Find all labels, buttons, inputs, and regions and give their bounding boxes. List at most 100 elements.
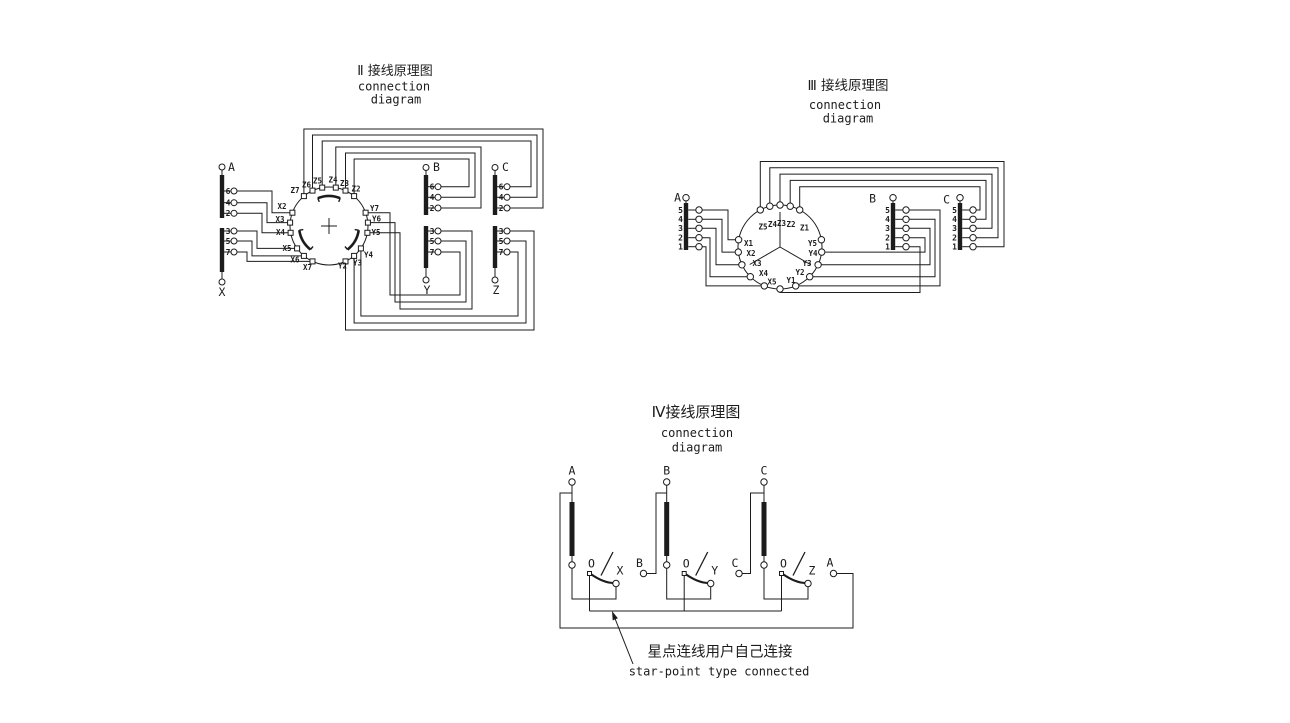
d3-selector-labels: Z5 Z4 Z3 Z2 Z1 X1 X2 X3 X4 X5 Y5 Y4 Y3 Y…: [744, 219, 818, 287]
d3-coil-b-label: B: [869, 192, 876, 206]
d3-coil-c-tap: 1: [952, 243, 957, 252]
d3-coil-b-tap: 3: [885, 224, 890, 233]
d3-term-label: X1: [744, 239, 754, 248]
d4-phase-b: B O Y C: [663, 464, 764, 611]
d3-coil-a-tap: 3: [678, 224, 683, 233]
d2-coil-a: A X 6 4 2 3 5 7: [218, 160, 238, 299]
d2-term-label: X2: [277, 202, 286, 211]
d4-leader-arrow: [612, 611, 634, 665]
diagram-2: Ⅱ 接线原理图 connection diagram A X 6 4 2 3 5: [218, 63, 544, 331]
d2-term-label: Y6: [372, 215, 382, 224]
d2-coil-a-tap: 6: [226, 187, 231, 196]
d2-coil-b-top-label: B: [433, 160, 440, 174]
d2-title: Ⅱ 接线原理图 connection diagram: [357, 63, 433, 107]
d3-coil-a-tap: 5: [678, 206, 683, 215]
d2-coil-a-tap: 2: [226, 209, 231, 218]
d3-wiring: [702, 161, 1005, 293]
d2-coil-b-tap: 3: [430, 227, 435, 236]
d3-coil-c-tap: 5: [952, 206, 957, 215]
d4-phase-a: A O X B: [568, 464, 667, 611]
d2-coil-c: C Z 6 4 2 3 5 7: [491, 160, 511, 297]
d3-title-en1: connection: [809, 98, 881, 112]
d3-title: Ⅲ 接线原理图 connection diagram: [807, 77, 888, 126]
d2-term-label: Z2: [351, 185, 360, 194]
d3-term-label: Z4: [768, 220, 778, 229]
d4-phase-c-line-label: C: [761, 464, 768, 478]
d2-coil-b-tap: 6: [430, 183, 435, 192]
d4-phase-a-line-label: A: [569, 464, 576, 478]
d3-selector-terminals: [734, 201, 826, 293]
d2-coil-c-tap: 2: [499, 204, 504, 213]
d2-coil-c-tap: 7: [499, 248, 504, 257]
d2-coil-a-tap: 3: [226, 227, 231, 236]
d3-term-label: Z1: [800, 224, 810, 233]
d3-term-label: X2: [746, 249, 755, 258]
d3-coil-c-label: C: [943, 193, 950, 207]
diagram-4: Ⅳ接线原理图 connection diagram A O X B B: [559, 403, 854, 679]
d3-coil-c-tap: 2: [952, 234, 957, 243]
d2-term-label: Y7: [370, 204, 379, 213]
d2-coil-c-tap: 6: [499, 183, 504, 192]
d3-term-label: Y4: [808, 249, 818, 258]
diagram-3: Ⅲ 接线原理图 connection diagram A 5 4 3 2 1 B: [674, 77, 1005, 293]
d2-coil-b-tap: 4: [430, 193, 435, 202]
d3-term-label: Y1: [786, 276, 796, 285]
d2-title-en2: diagram: [371, 93, 422, 107]
d4-phase-c-pole-label: O: [780, 557, 787, 571]
d3-term-label: X4: [759, 269, 769, 278]
d3-coil-a-tap: 2: [678, 234, 683, 243]
d4-phase-a-pole-label: O: [588, 557, 595, 571]
d4-mid-terminal-c-label: C: [732, 556, 739, 570]
d2-coil-a-tap: 5: [226, 237, 231, 246]
d3-coil-a-label: A: [674, 191, 681, 205]
d4-phase-c-end-label: Z: [809, 564, 816, 578]
d2-coil-b: B Y 6 4 2 3 5 7: [422, 160, 442, 297]
d3-coil-a-tap: 4: [678, 215, 683, 224]
d3-term-label: Y2: [795, 268, 804, 277]
d4-star-point: 星点连线用户自己连接 star-point type connected: [589, 610, 809, 679]
d3-coil-a-tap: 1: [678, 243, 683, 252]
d3-term-label: X3: [752, 259, 762, 268]
d3-coil-c-tap: 4: [952, 215, 957, 224]
d3-coil-b-tap: 1: [885, 243, 890, 252]
d2-term-label: Y4: [364, 251, 374, 260]
d2-coil-a-tap: 4: [226, 199, 231, 208]
d2-term-label: Z7: [290, 186, 299, 195]
d4-title-cn: Ⅳ接线原理图: [652, 403, 741, 421]
d4-title-en2: diagram: [672, 441, 723, 455]
d3-coil-a: A 5 4 3 2 1: [674, 191, 703, 252]
d2-term-label: Z3: [340, 179, 350, 188]
d4-mid-terminal-a-label: A: [827, 556, 834, 570]
d3-coil-b-tap: 4: [885, 215, 890, 224]
d4-mid-terminal-b-label: B: [636, 556, 643, 570]
d4-note-cn: 星点连线用户自己连接: [648, 644, 793, 661]
d4-phase-b-end-label: Y: [711, 564, 718, 578]
d2-term-label: X7: [303, 263, 312, 272]
d4-phase-b-pole-label: O: [683, 557, 690, 571]
d2-coil-c-top-label: C: [502, 160, 509, 174]
d3-term-label: Z2: [786, 220, 795, 229]
d2-coil-c-bottom-label: Z: [493, 283, 500, 297]
d3-term-label: Y5: [808, 239, 817, 248]
d3-term-label: X5: [767, 278, 776, 287]
d3-title-cn: Ⅲ 接线原理图: [807, 77, 888, 94]
d4-phase-c: C O Z A: [559, 464, 854, 629]
d3-coil-b-tap: 2: [885, 234, 890, 243]
d2-term-label: Z6: [302, 181, 312, 190]
d3-coil-b-tap: 5: [885, 206, 890, 215]
d4-phase-b-line-label: B: [663, 464, 670, 478]
d2-coil-a-bottom-label: X: [219, 285, 226, 299]
d3-tap-selector: Z5 Z4 Z3 Z2 Z1 X1 X2 X3 X4 X5 Y5 Y4 Y3 Y…: [734, 201, 826, 293]
d3-coil-b: B 5 4 3 2 1: [869, 192, 910, 252]
d2-title-en1: connection: [358, 80, 430, 94]
d2-coil-c-tap: 3: [499, 227, 504, 236]
d2-title-cn: Ⅱ 接线原理图: [357, 63, 433, 79]
d2-coil-b-bottom-label: Y: [424, 283, 431, 297]
d3-star-spokes: [749, 212, 811, 265]
d2-selector-cross: [321, 218, 337, 234]
d2-term-label: Z4: [328, 176, 338, 185]
d2-term-label: Y3: [353, 259, 363, 268]
d3-term-label: Z3: [777, 219, 787, 228]
